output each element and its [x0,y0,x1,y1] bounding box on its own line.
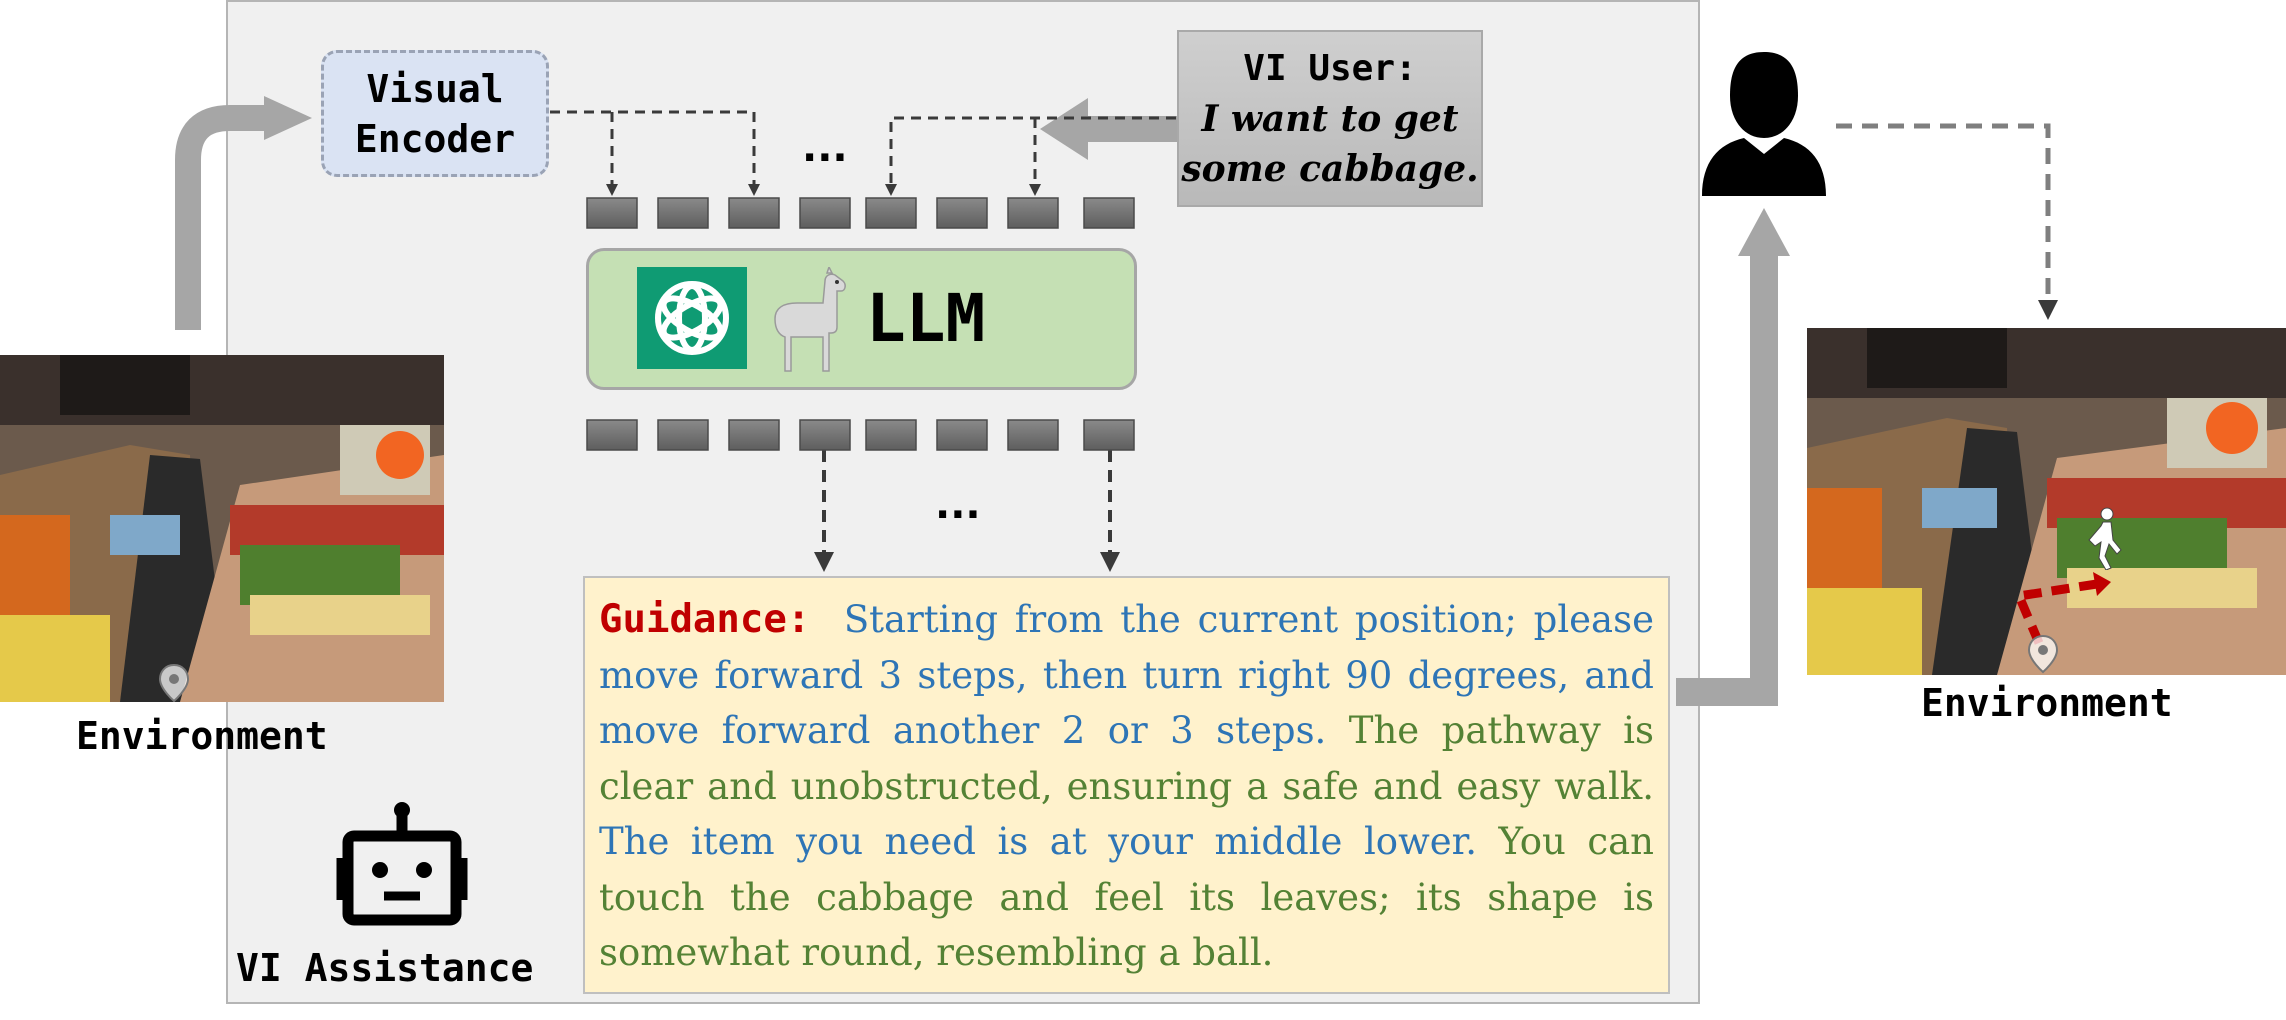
output-token [586,419,638,451]
input-token [586,197,638,229]
output-token [657,419,709,451]
guidance-text-segment: You can touch the cabbage and feel its l… [599,820,1654,974]
location-pin-icon [2027,634,2059,674]
vi-user-label: VI User: [1243,48,1417,89]
llm-label: LLM [866,280,986,357]
input-token [657,197,709,229]
input-token [1083,197,1135,229]
environment-right-label: Environment [1921,681,2173,725]
guidance-text-segment: Starting from the current position; plea… [599,598,1654,752]
guidance-text-segment: The item you need is at your middle lowe… [599,820,1478,863]
guidance-to-user-arrow [1676,208,1790,706]
llama-icon [769,265,849,375]
robot-icon [336,802,468,926]
environment-right-image [1807,328,2286,675]
guidance-text-segment: The pathway is clear and unobstructed, e… [599,709,1655,808]
token-ellipsis-bottom: ... [935,482,981,528]
person-silhouette-icon [1702,52,1826,196]
guidance-heading: Guidance: [599,597,811,642]
guidance-box: Guidance: Starting from the current posi… [583,576,1670,994]
vi-user-quote: I want to get some cabbage. [1181,98,1479,190]
environment-left-image [0,355,444,702]
walking-person-icon [2088,507,2122,570]
vi-user-request-box: VI User: I want to get some cabbage. [1177,30,1483,207]
output-token [865,419,917,451]
visual-encoder-label: Visual Encoder [354,66,516,161]
vi-assistance-label: VI Assistance [236,946,534,990]
encoder-token-connectors [550,110,760,196]
output-token-row [586,419,1135,451]
input-token [799,197,851,229]
token-ellipsis-top: ... [802,125,848,171]
llm-box: LLM [586,248,1137,390]
output-token [1083,419,1135,451]
environment-left-label: Environment [76,714,328,758]
output-token [936,419,988,451]
output-token [1007,419,1059,451]
input-token [865,197,917,229]
location-pin-icon [158,663,190,702]
input-token [936,197,988,229]
request-token-connectors [885,116,1176,196]
user-to-env-connector [1836,123,2058,320]
output-token [799,419,851,451]
input-token [1007,197,1059,229]
env-to-encoder-arrow [175,96,312,330]
visual-encoder-box: Visual Encoder [321,50,549,177]
input-token-row [586,197,1135,229]
input-token [728,197,780,229]
output-token [728,419,780,451]
openai-logo-icon [637,267,747,369]
